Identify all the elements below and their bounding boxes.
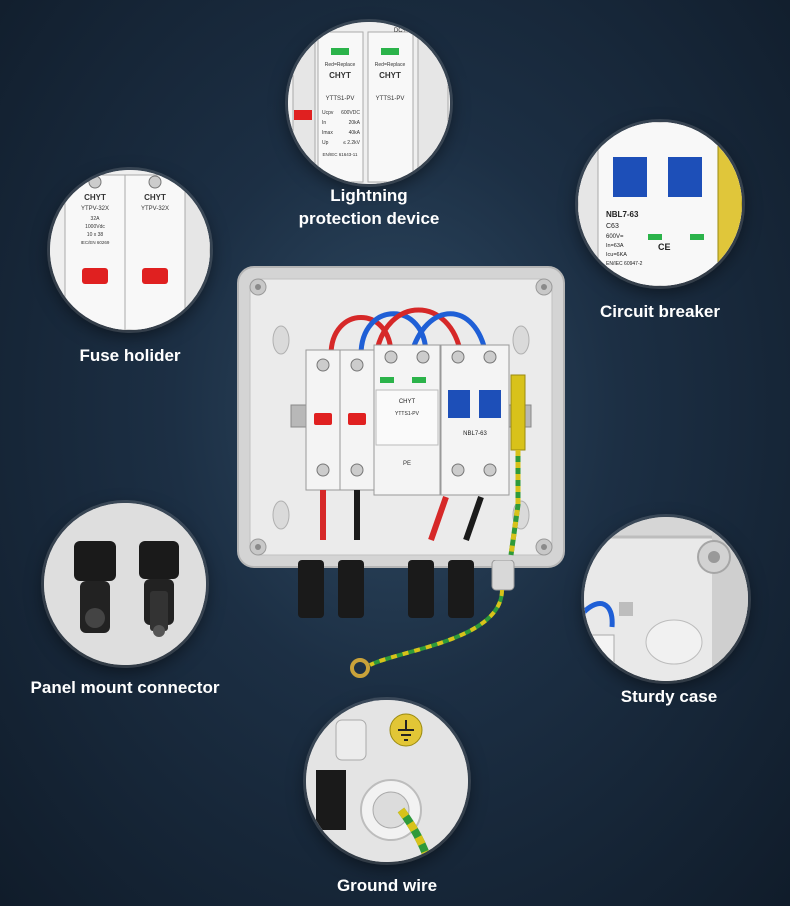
spd-uc-value: 600VDC [341, 110, 360, 116]
spd-dc-plus: DC+ [394, 28, 407, 34]
spd-imax-value: 40kA [349, 130, 361, 136]
panel-connector-callout [44, 503, 206, 665]
lightning-protection-label: Lightning protection device [283, 184, 455, 230]
cable-glands-and-ground-lug [280, 560, 530, 690]
spd-model-right: YTTS1-PV [376, 96, 405, 102]
fuse-brand-right: CHYT [144, 193, 166, 202]
spd-brand-left: CHYT [329, 71, 351, 80]
fuse-brand-left: CHYT [84, 193, 106, 202]
lightning-label-line2: protection device [298, 209, 440, 228]
fuse-model-left: YTPV-32X [81, 206, 109, 212]
fuse-holder-label: Fuse holider [40, 344, 220, 367]
ground-wire-label: Ground wire [300, 874, 474, 897]
spd-imax-label: Imax [322, 130, 333, 136]
ground-wire-callout [306, 700, 468, 862]
spd-up-label: Up [322, 140, 329, 146]
fuse-voltage-left: 1000Vdc [85, 224, 105, 230]
combiner-box-illustration: CHYT YTTS1-PV NBL7-63 PE [237, 266, 565, 568]
fuse-standard-left: IEC/EN 60269 [81, 240, 110, 245]
fuse-rating-left: 32A [91, 216, 101, 222]
sturdy-case-callout [584, 517, 748, 681]
box-breaker-model: NBL7-63 [463, 431, 487, 437]
fuse-model-right: YTPV-32X [141, 206, 169, 212]
connector-label-line1: Panel mount connector [30, 678, 220, 697]
glands-illustration [298, 560, 515, 678]
combiner-box: CHYT YTTS1-PV NBL7-63 PE [236, 265, 566, 570]
case-label-line1: Sturdy case [620, 687, 718, 706]
fuse-holder-callout: CHYT CHYT YTPV-32X YTPV-32X 32A 1000Vdc … [50, 170, 210, 330]
breaker-closeup: NBL7-63 C63 600V= In=63A Icu=6KA EN/IEC … [578, 122, 742, 286]
breaker-standard: EN/IEC 60947-2 [606, 261, 643, 267]
breaker-ce-mark: CE [658, 242, 671, 252]
panel-connector-label: Panel mount connector [22, 676, 228, 699]
box-pe-label: PE [403, 461, 411, 467]
box-spd-model: YTTS1-PV [395, 411, 420, 417]
breaker-in: In=63A [606, 243, 624, 249]
spd-up-value: ≤ 2.2kV [343, 140, 361, 146]
case-closeup [584, 517, 748, 681]
breaker-model: NBL7-63 [606, 210, 639, 219]
spd-standard: EN/IEC 61643-11 [323, 152, 358, 157]
spd-in-value: 20kA [349, 120, 361, 126]
spd-replace-left: Red=Replace [325, 62, 356, 68]
breaker-icu: Icu=6KA [606, 252, 627, 258]
circuit-breaker-callout: NBL7-63 C63 600V= In=63A Icu=6KA EN/IEC … [578, 122, 742, 286]
breaker-label-line1: Circuit breaker [600, 302, 720, 321]
ground-label-line1: Ground wire [336, 876, 438, 895]
fuse-label-line1: Fuse holider [79, 346, 181, 365]
spd-closeup: Red=Replace Red=Replace DC+ CHYT CHYT YT… [288, 22, 450, 184]
spd-brand-right: CHYT [379, 71, 401, 80]
lightning-protection-callout: Red=Replace Red=Replace DC+ CHYT CHYT YT… [288, 22, 450, 184]
connector-closeup [44, 503, 206, 665]
breaker-voltage: 600V= [606, 234, 624, 240]
ground-closeup [306, 700, 468, 862]
spd-replace-right: Red=Replace [375, 62, 406, 68]
circuit-breaker-label: Circuit breaker [575, 300, 745, 323]
fuse-closeup: CHYT CHYT YTPV-32X YTPV-32X 32A 1000Vdc … [50, 170, 210, 330]
spd-uc-label: Ucpv [322, 110, 334, 116]
fuse-size-left: 10 x 38 [87, 232, 104, 238]
breaker-rating: C63 [606, 223, 619, 230]
box-spd-brand: CHYT [399, 399, 416, 405]
spd-in-label: In [322, 120, 326, 126]
lightning-label-line1: Lightning [330, 186, 408, 205]
spd-model-left: YTTS1-PV [326, 96, 355, 102]
sturdy-case-label: Sturdy case [584, 685, 754, 708]
